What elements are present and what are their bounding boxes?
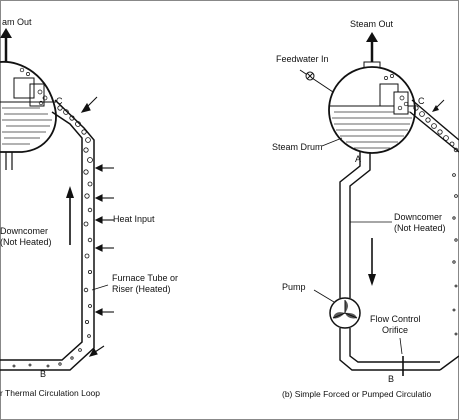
- flow-control-label-2: Orifice: [382, 325, 408, 335]
- right-downcomer-pipe: [339, 152, 440, 371]
- right-steam-drum: [328, 66, 416, 154]
- flow-control-label-1: Flow Control: [370, 314, 421, 324]
- arrow-up-icon: [363, 32, 381, 69]
- steam-drum-leader: [321, 137, 343, 147]
- left-flow-up-arrow: [66, 186, 74, 245]
- valve-icon: [299, 69, 337, 95]
- right-riser-tube: [409, 99, 459, 371]
- furnace-leader-line: [91, 284, 109, 291]
- orifice-plate: [399, 337, 404, 376]
- right-point-b-label: B: [388, 374, 394, 384]
- left-steam-out-label: am Out: [2, 17, 32, 27]
- right-downcomer-label-1: Downcomer: [394, 212, 442, 222]
- left-riser-tube: [0, 99, 95, 371]
- right-downcomer-label-2: (Not Heated): [394, 223, 446, 233]
- feedwater-in-label: Feedwater In: [276, 54, 329, 64]
- left-panel: am Out: [0, 17, 178, 398]
- arrow-up-icon: [0, 28, 12, 62]
- right-panel: Steam Out Feedwater In: [272, 19, 459, 399]
- left-heat-arrows: [80, 96, 114, 357]
- left-point-b-label: B: [40, 369, 46, 379]
- pump-icon: [329, 297, 361, 329]
- right-steam-out-label: Steam Out: [350, 19, 394, 29]
- point-a-label: A: [355, 154, 361, 164]
- right-point-c-label: C: [418, 96, 425, 106]
- left-point-c-label: C: [56, 96, 63, 106]
- left-downcomer-label-2: (Not Heated): [0, 237, 52, 247]
- pump-leader: [313, 289, 335, 303]
- furnace-tube-label-1: Furnace Tube or: [112, 273, 178, 283]
- pump-label: Pump: [282, 282, 306, 292]
- steam-drum-label: Steam Drum: [272, 142, 323, 152]
- heat-input-label: Heat Input: [113, 214, 155, 224]
- right-flow-down-arrow: [368, 238, 376, 286]
- furnace-tube-label-2: Riser (Heated): [112, 284, 171, 294]
- right-caption: (b) Simple Forced or Pumped Circulatio: [282, 389, 432, 399]
- left-downcomer-label-1: Downcomer: [0, 226, 48, 236]
- left-caption: r Thermal Circulation Loop: [0, 388, 100, 398]
- left-steam-drum: [0, 61, 57, 170]
